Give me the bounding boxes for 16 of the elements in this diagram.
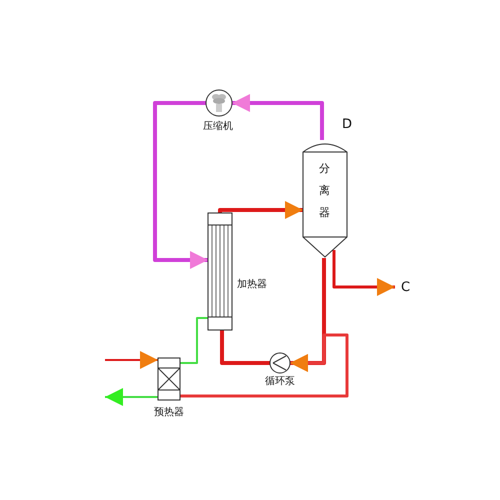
pipe-arrow <box>180 334 348 398</box>
equipment-label: 分离器 <box>319 161 331 221</box>
pipe-arrow <box>153 101 208 269</box>
pipe <box>220 330 270 365</box>
edge-label: D <box>342 118 352 131</box>
pipe-arrow <box>218 201 303 219</box>
equipment-label: 循环泵 <box>265 377 295 387</box>
edge-label: C <box>401 281 410 294</box>
pipe <box>180 317 208 364</box>
equipment-label: 预热器 <box>154 408 184 418</box>
pipe-arrow <box>232 94 324 140</box>
pipe-arrow <box>332 250 395 296</box>
pipe-arrow <box>105 351 158 369</box>
equipment-label: 压缩机 <box>203 122 233 132</box>
equipment-label: 加热器 <box>237 280 267 290</box>
pipe-arrow <box>105 388 158 406</box>
